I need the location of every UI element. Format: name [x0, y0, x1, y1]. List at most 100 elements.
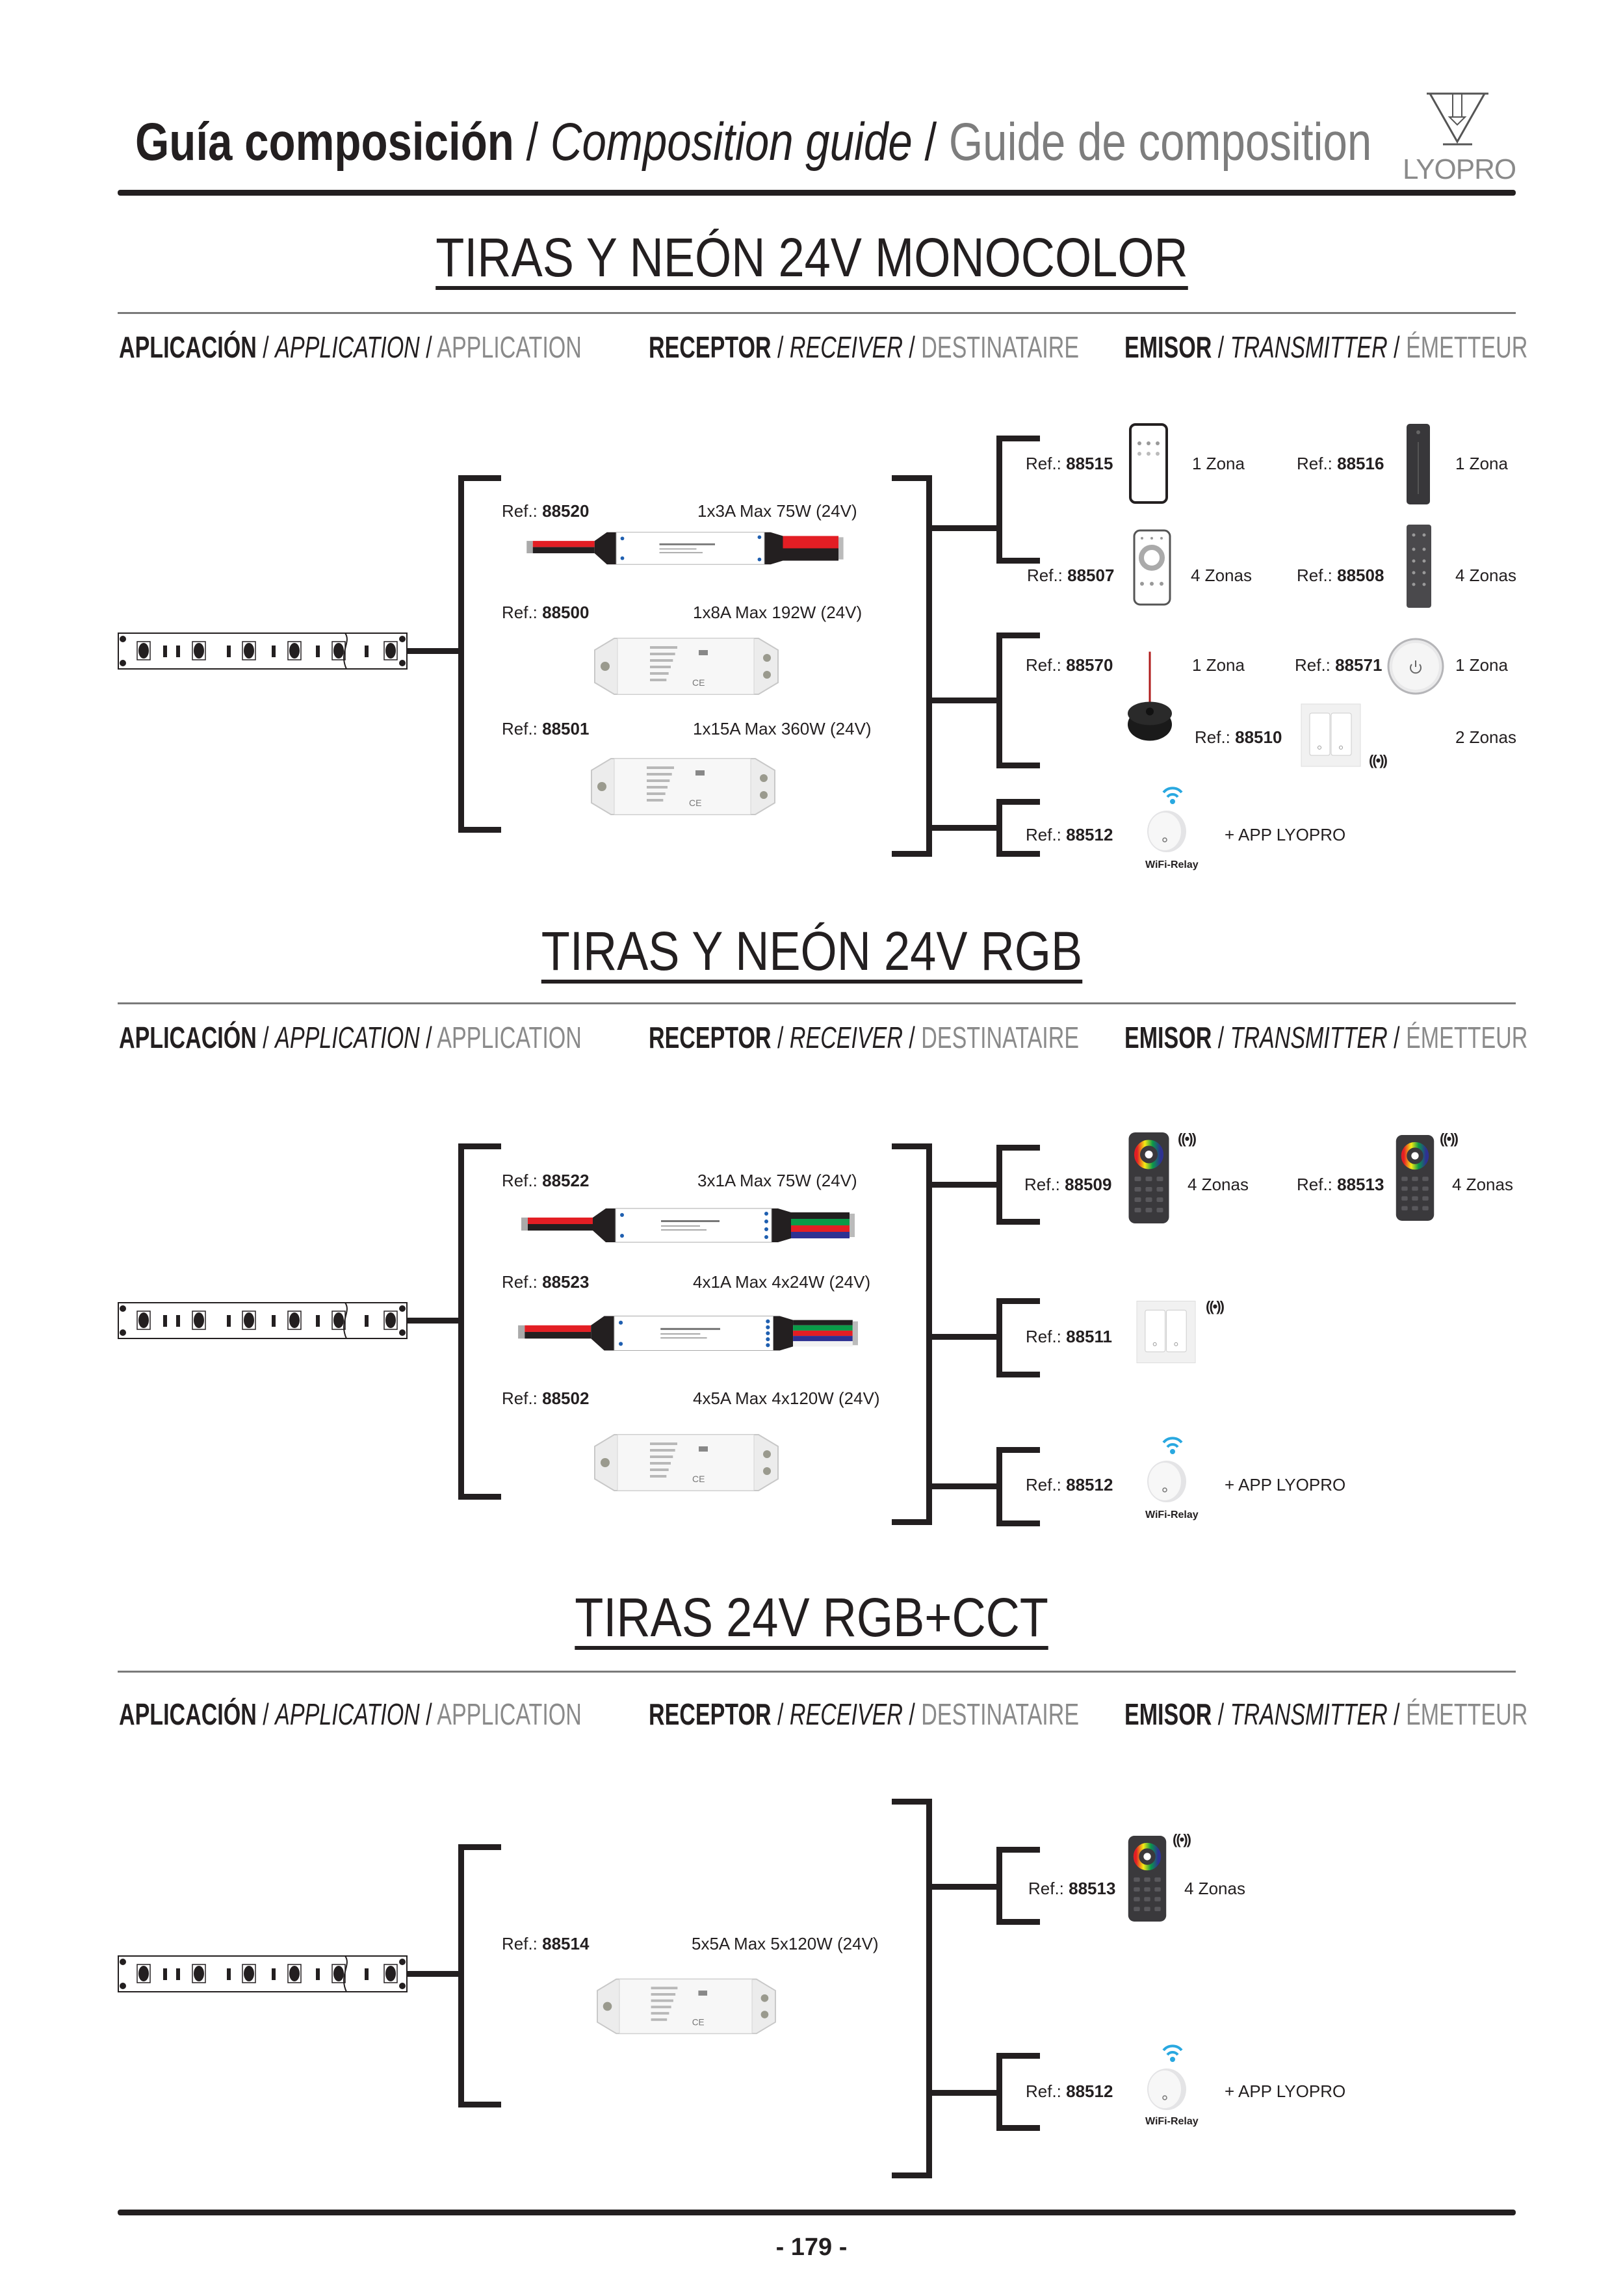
black-puck-icon: [1126, 650, 1175, 744]
receiver-bracket: [458, 1844, 464, 2107]
receiver-spec: 1x3A Max 75W (24V): [697, 501, 857, 521]
section-title-text: TIRAS Y NEÓN 24V RGB: [541, 924, 1082, 984]
emitter-bracket-arm: [996, 2053, 1040, 2059]
receiver-spec: 4x1A Max 4x24W (24V): [693, 1272, 871, 1292]
ref-label: Ref.: 88511: [1026, 1328, 1112, 1345]
ref-number: 88511: [1066, 1327, 1113, 1346]
ref-label: Ref.: 88516: [1297, 455, 1384, 472]
logo-triangle-icon: [1427, 92, 1488, 146]
ref-number: 88571: [1335, 655, 1383, 675]
emitter-bracket-arm: [996, 799, 1040, 805]
radio-signal-icon: ((•)): [1178, 1130, 1197, 1147]
section-rule: [118, 312, 1516, 314]
rgb-remote-icon: [1394, 1130, 1436, 1226]
section-title: TIRAS Y NEÓN 24V MONOCOLOR: [0, 230, 1623, 290]
ref-number: 88510: [1235, 727, 1282, 747]
emitter-zones: 2 Zonas: [1455, 727, 1516, 747]
receiver-bracket: [458, 475, 464, 833]
ref-prefix: Ref.:: [1026, 655, 1067, 675]
column-header-en: APPLICATION: [275, 330, 420, 364]
wall-switch-icon: [1136, 1300, 1196, 1365]
ref-label: Ref.: 88501: [502, 720, 589, 737]
ref-number: 88520: [542, 501, 590, 521]
title-fr: Guide de composition: [948, 112, 1372, 172]
receiver-spec: 5x5A Max 5x120W (24V): [692, 1934, 879, 1953]
mini-rgbw-controller-icon: [515, 1313, 859, 1353]
emitter-bracket: [996, 2053, 1002, 2131]
emitter-zones: 1 Zona: [1192, 655, 1245, 675]
column-header-en: RECEIVER: [789, 1697, 903, 1731]
dial-remote-icon: [1132, 528, 1173, 607]
radio-signal-icon: ((•)): [1369, 752, 1388, 768]
ref-prefix: Ref.:: [1028, 1879, 1069, 1898]
column-header: EMISOR / TRANSMITTER / ÉMETTEUR: [1124, 1699, 1623, 1729]
ref-label: Ref.: 88502: [502, 1390, 589, 1407]
led-strip-icon: [118, 1302, 408, 1339]
ref-number: 88500: [542, 603, 590, 622]
wifi-relay-caption: WiFi-Relay: [1145, 859, 1199, 870]
strip-connector: [408, 1971, 461, 1977]
ref-prefix: Ref.:: [502, 501, 543, 521]
title-separator: /: [912, 112, 949, 172]
receiver-group-bracket-arm: [892, 475, 931, 481]
rgb-remote-icon: [1124, 1130, 1173, 1226]
ref-number: 88523: [542, 1272, 590, 1292]
emitter-bracket: [996, 1447, 1002, 1526]
header-rule: [118, 190, 1516, 196]
ref-number: 88515: [1066, 454, 1113, 473]
ref-label: Ref.: 88514: [502, 1935, 589, 1952]
emitter-zones: 1 Zona: [1192, 454, 1245, 473]
column-header-en: APPLICATION: [275, 1021, 420, 1054]
column-header-text: EMISOR / TRANSMITTER / ÉMETTEUR: [1124, 1697, 1528, 1731]
ref-number: 88570: [1066, 655, 1113, 675]
emitter-connector: [931, 825, 996, 831]
column-header-en: RECEIVER: [789, 330, 903, 364]
slim-dark-remote-icon: [1405, 423, 1431, 507]
mini-rgb-controller-icon: [515, 1206, 859, 1245]
column-header-en: TRANSMITTER: [1230, 1021, 1388, 1054]
emitter-bracket-arm: [996, 436, 1040, 441]
wifi-relay-icon: [1144, 785, 1189, 853]
receiver-bracket: [458, 1143, 464, 1500]
wifi-relay-caption: WiFi-Relay: [1145, 2116, 1199, 2127]
emitter-bracket-arm: [996, 851, 1040, 857]
ref-number: 88516: [1337, 454, 1384, 473]
column-header-fr: DESTINATAIRE: [921, 1697, 1080, 1731]
receiver-group-bracket: [926, 1143, 932, 1525]
ref-prefix: Ref.:: [1027, 566, 1068, 585]
ref-number: 88512: [1066, 825, 1113, 844]
column-header-en: RECEIVER: [789, 1021, 903, 1054]
column-header-es: APLICACIÓN: [119, 1697, 257, 1731]
column-header-fr: ÉMETTEUR: [1406, 1021, 1528, 1054]
ref-prefix: Ref.:: [1295, 655, 1336, 675]
emitter-bracket: [996, 436, 1002, 564]
ref-label: Ref.: 88571: [1295, 657, 1382, 673]
receiver-bracket-arm: [458, 827, 501, 833]
ref-label: Ref.: 88509: [1024, 1176, 1111, 1193]
ref-number: 88514: [542, 1934, 590, 1953]
ref-prefix: Ref.:: [1026, 454, 1067, 473]
ref-number: 88508: [1337, 566, 1384, 585]
column-header-fr: ÉMETTEUR: [1406, 1697, 1528, 1731]
ref-number: 88522: [542, 1171, 590, 1190]
receiver-group-bracket-arm: [892, 2172, 931, 2178]
title-en: Composition guide: [550, 112, 913, 172]
radio-signal-icon: ((•)): [1440, 1130, 1459, 1147]
wall-switch-icon: [1301, 703, 1361, 768]
ref-label: Ref.: 88512: [1026, 826, 1113, 843]
receiver-bracket-arm: [458, 1494, 501, 1500]
dark-keypad-remote-icon: [1405, 523, 1433, 611]
emitter-bracket-arm: [996, 558, 1040, 564]
receiver-spec: 3x1A Max 75W (24V): [697, 1171, 857, 1190]
title-es: Guía composición: [135, 112, 514, 172]
column-header-text: APLICACIÓN / APPLICATION / APPLICATION: [119, 1021, 582, 1054]
ref-prefix: Ref.:: [1297, 1175, 1338, 1194]
receiver-spec: 4x5A Max 4x120W (24V): [693, 1389, 880, 1408]
receiver-group-bracket-arm: [892, 1143, 931, 1149]
ref-prefix: Ref.:: [502, 719, 543, 738]
receiver-group-bracket-arm: [892, 1799, 931, 1805]
svg-text:CE: CE: [692, 2018, 705, 2028]
ref-prefix: Ref.:: [1297, 454, 1338, 473]
ref-number: 88513: [1337, 1175, 1384, 1194]
emitter-zones: 1 Zona: [1455, 655, 1508, 675]
